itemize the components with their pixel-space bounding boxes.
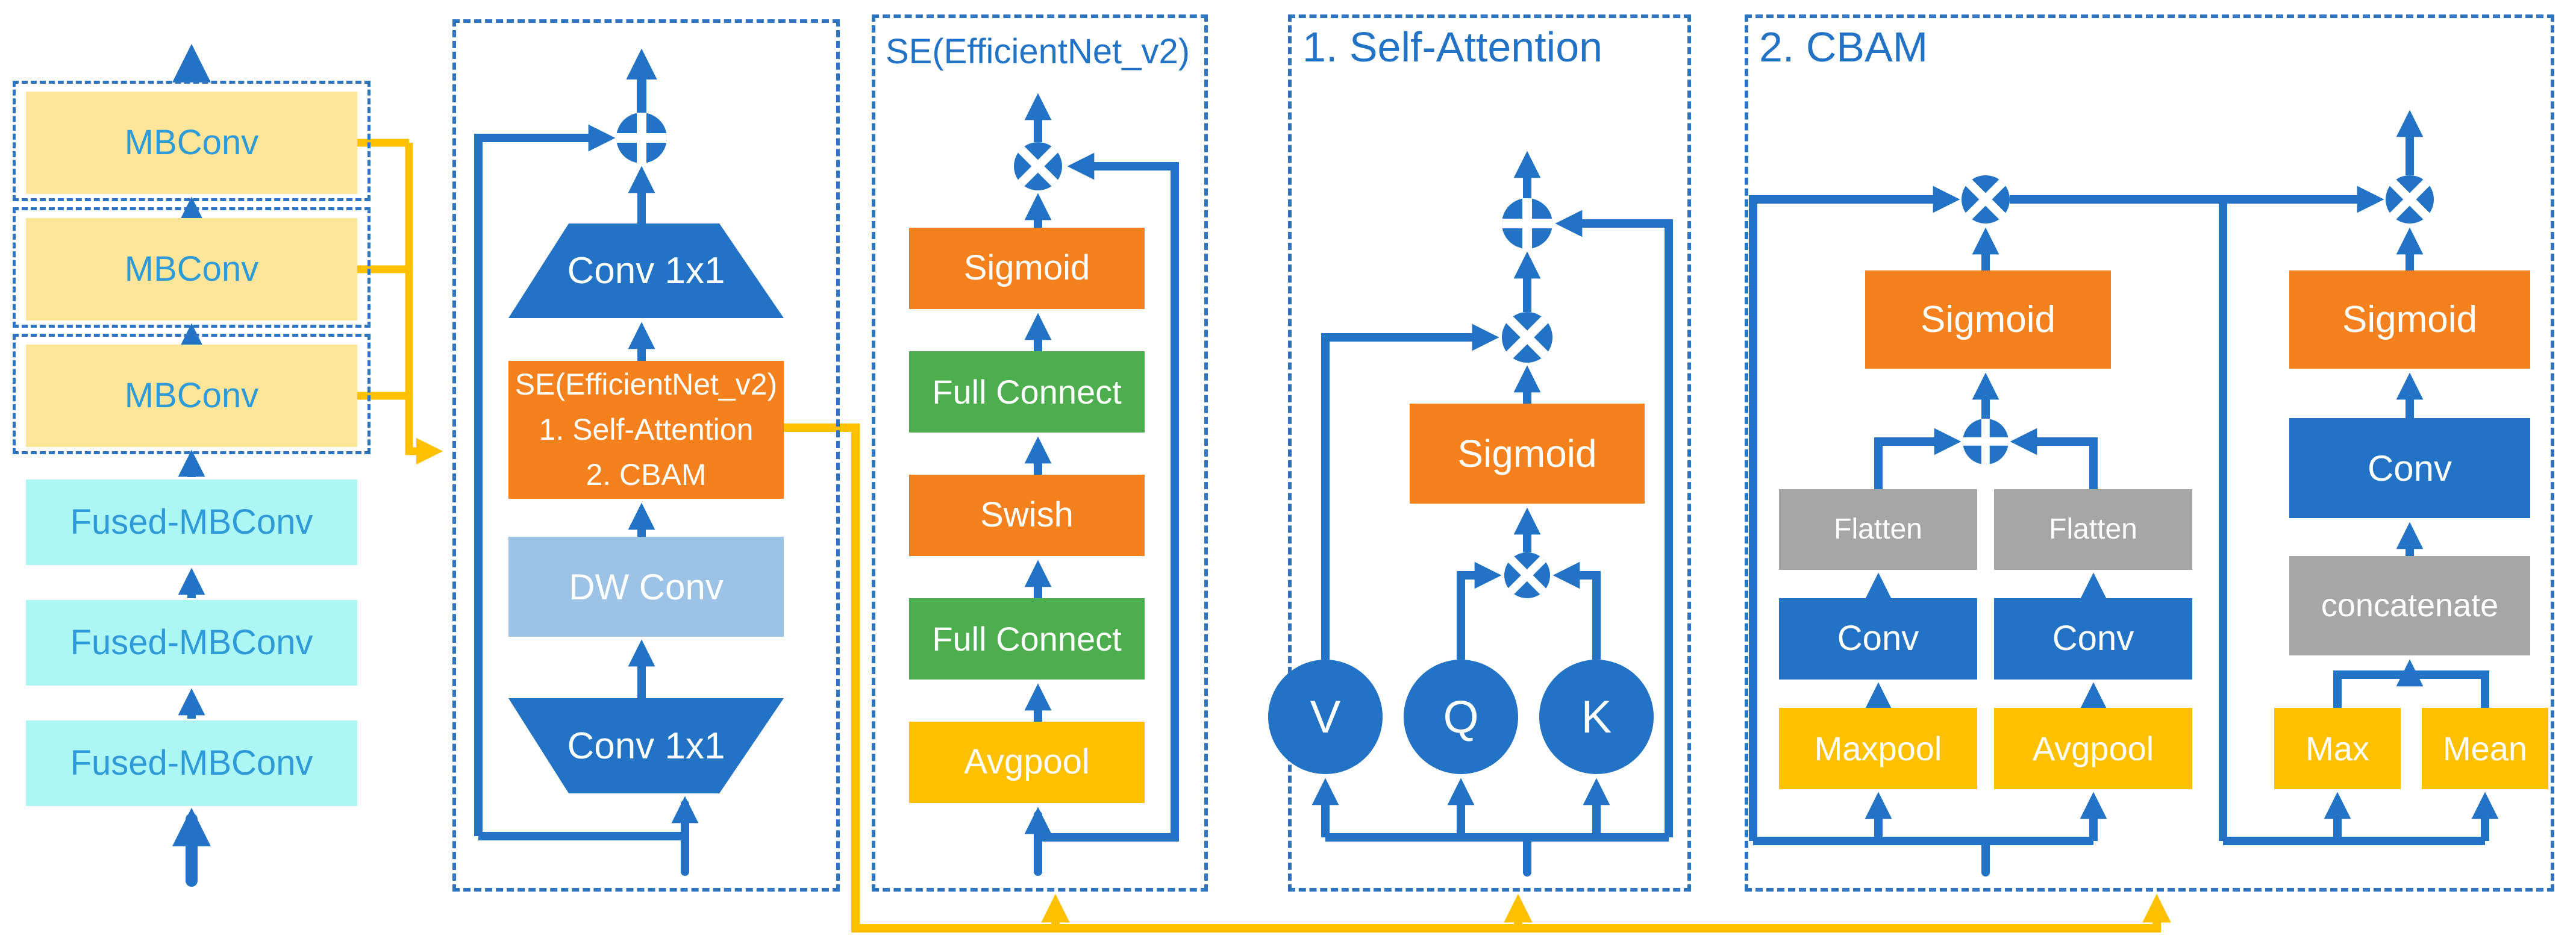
fused-mbconv-label: Fused-MBConv [70, 622, 313, 662]
conv-label: Conv [1837, 619, 1919, 658]
mbconv-block: MBConv [26, 92, 357, 194]
mbconv-detail-wires [474, 48, 699, 876]
flatten-label: Flatten [1834, 513, 1922, 546]
fused-mbconv-label: Fused-MBConv [70, 502, 313, 542]
sigmoid-label: Sigmoid [963, 248, 1090, 288]
conv1x1-label: Conv 1x1 [567, 250, 725, 292]
se-fullconnect-block: Full Connect [909, 598, 1145, 680]
cbam-spatial-conv-block: Conv [2289, 418, 2530, 518]
q-label: Q [1443, 691, 1479, 743]
self-attention-panel [1288, 14, 1691, 892]
mbconv-label: MBConv [124, 122, 259, 162]
se-panel-title: SE(EfficientNet_v2) [886, 32, 1190, 71]
add-op-icon [1963, 419, 2009, 464]
se-fullconnect-block: Full Connect [909, 351, 1145, 433]
fused-mbconv-block: Fused-MBConv [26, 720, 357, 806]
value-circle: V [1268, 660, 1383, 774]
se-block-line3: 2. CBAM [586, 458, 707, 492]
conv1x1-label: Conv 1x1 [567, 725, 725, 767]
se-block-line1: SE(EfficientNet_v2) [514, 367, 778, 401]
se-attention-block: SE(EfficientNet_v2) 1. Self-Attention 2.… [508, 361, 784, 499]
conv-label: Conv [2367, 448, 2453, 489]
cbam-mean-block: Mean [2422, 708, 2548, 789]
multiply-op-icon [1014, 142, 1062, 190]
sigmoid-label: Sigmoid [1457, 431, 1597, 475]
zoom-connectors [357, 139, 2171, 933]
multiply-op-icon [1504, 552, 1550, 598]
full-connect-label: Full Connect [932, 372, 1122, 411]
dw-conv-label: DW Conv [569, 566, 724, 607]
cbam-concatenate-block: concatenate [2289, 556, 2530, 655]
add-op-icon [616, 113, 667, 163]
multiply-op-icon [2386, 175, 2434, 223]
se-sigmoid-block: Sigmoid [909, 228, 1145, 309]
key-circle: K [1539, 660, 1654, 774]
se-panel-wires [1024, 93, 1179, 876]
mbconv-stage-outline [13, 81, 370, 201]
mean-label: Mean [2442, 729, 2528, 767]
se-block-line2: 1. Self-Attention [539, 413, 754, 446]
add-op-icon [1502, 198, 1552, 249]
multiply-op-icon [1962, 175, 2010, 223]
fused-mbconv-block: Fused-MBConv [26, 480, 357, 565]
fused-mbconv-block: Fused-MBConv [26, 600, 357, 686]
mbconv-block: MBConv [26, 345, 357, 447]
se-panel [872, 14, 1208, 892]
avgpool-label: Avgpool [2032, 729, 2154, 767]
mbconv-detail-panel [452, 19, 840, 892]
flatten-label: Flatten [2049, 513, 2137, 546]
concatenate-label: concatenate [2321, 587, 2499, 624]
mbconv-block: MBConv [26, 218, 357, 320]
sigmoid-label: Sigmoid [1921, 298, 2055, 340]
mbconv-label: MBConv [124, 375, 259, 415]
self-attention-panel-title: 1. Self-Attention [1302, 23, 1603, 70]
fused-mbconv-label: Fused-MBConv [70, 743, 313, 783]
k-label: K [1581, 691, 1612, 743]
swish-label: Swish [980, 495, 1074, 535]
cbam-spatial-sigmoid-block: Sigmoid [2289, 270, 2530, 369]
attention-sigmoid-block: Sigmoid [1410, 404, 1645, 504]
multiply-op-icon [1502, 312, 1552, 363]
cbam-flatten-block: Flatten [1779, 489, 1977, 570]
cbam-avgpool-block: Avgpool [1994, 708, 2192, 789]
query-circle: Q [1404, 660, 1518, 774]
conv-label: Conv [2052, 619, 2134, 658]
cbam-flatten-block: Flatten [1994, 489, 2192, 570]
cbam-conv-block: Conv [1779, 598, 1977, 680]
max-label: Max [2306, 729, 2369, 767]
mbconv-stage-outline [13, 207, 370, 328]
cbam-channel-sigmoid-block: Sigmoid [1865, 270, 2111, 369]
full-connect-label: Full Connect [932, 619, 1122, 658]
se-swish-block: Swish [909, 475, 1145, 556]
self-attention-wires [1311, 151, 1673, 877]
dw-conv-block: DW Conv [508, 537, 784, 637]
cbam-panel-title: 2. CBAM [1759, 23, 1928, 70]
avgpool-label: Avgpool [964, 742, 1090, 782]
v-label: V [1310, 691, 1341, 743]
se-avgpool-block: Avgpool [909, 722, 1145, 803]
maxpool-label: Maxpool [1814, 729, 1942, 767]
cbam-max-block: Max [2274, 708, 2401, 789]
cbam-maxpool-block: Maxpool [1779, 708, 1977, 789]
cbam-panel [1745, 14, 2554, 892]
cbam-wires [1749, 110, 2499, 877]
cbam-conv-block: Conv [1994, 598, 2192, 680]
sigmoid-label: Sigmoid [2342, 298, 2477, 340]
mbconv-label: MBConv [124, 249, 259, 289]
mbconv-stage-outline [13, 334, 370, 454]
